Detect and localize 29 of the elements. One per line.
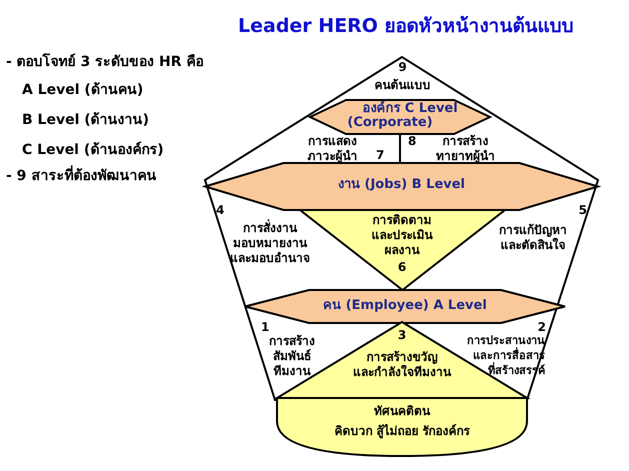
region-label: การสร้างขวัญ และกำลังใจทีมงาน [352,350,452,380]
list-item: C Level (ด้านองค์กร) [22,140,164,160]
region-number: 7 [376,148,386,163]
region-label: ทัศนคติตน [373,404,432,419]
list-item: - 9 สาระที่ต้องพัฒนาคน [6,164,156,186]
diagram-title: Leader HERO ยอดหัวหน้างานต้นแบบ [238,14,574,39]
region-label: การแสดง ภาวะผู้นำ [306,134,358,164]
region-label: คนต้นแบบ [374,78,432,93]
band-label: (Corporate) [346,115,434,130]
region-label: การสั่งงาน มอบหมายงาน และมอบอำนาจ [229,221,311,266]
band-label: องค์กร C Level [361,101,459,116]
band-label: คน (Employee) A Level [322,298,488,313]
list-item: - ตอบโจทย์ 3 ระดับของ HR คือ [6,52,204,72]
region-label: การแก้ปัญหา และตัดสินใจ [498,223,568,253]
region-label: คิดบวก สู้ไม่ถอย รักองค์กร [333,424,471,439]
region-number: 3 [396,328,408,343]
region-number: 5 [578,203,587,218]
region-number: 2 [536,320,546,335]
region-label: การสร้าง ทายาทผู้นำ [435,134,496,164]
list-item: A Level (ด้านคน) [22,81,144,100]
band-label: งาน (Jobs) B Level [336,177,466,192]
region-number: 1 [261,320,270,335]
region-label: การสร้าง สัมพันธ์ ทีมงาน [268,334,316,379]
region-number: 8 [408,134,418,149]
region-number: 6 [396,260,408,275]
region-label: การติดตาม และประเมิน ผลงาน [370,213,434,258]
list-item: B Level (ด้านงาน) [22,111,150,130]
region-number: 9 [397,60,408,75]
region-number: 4 [216,203,226,218]
